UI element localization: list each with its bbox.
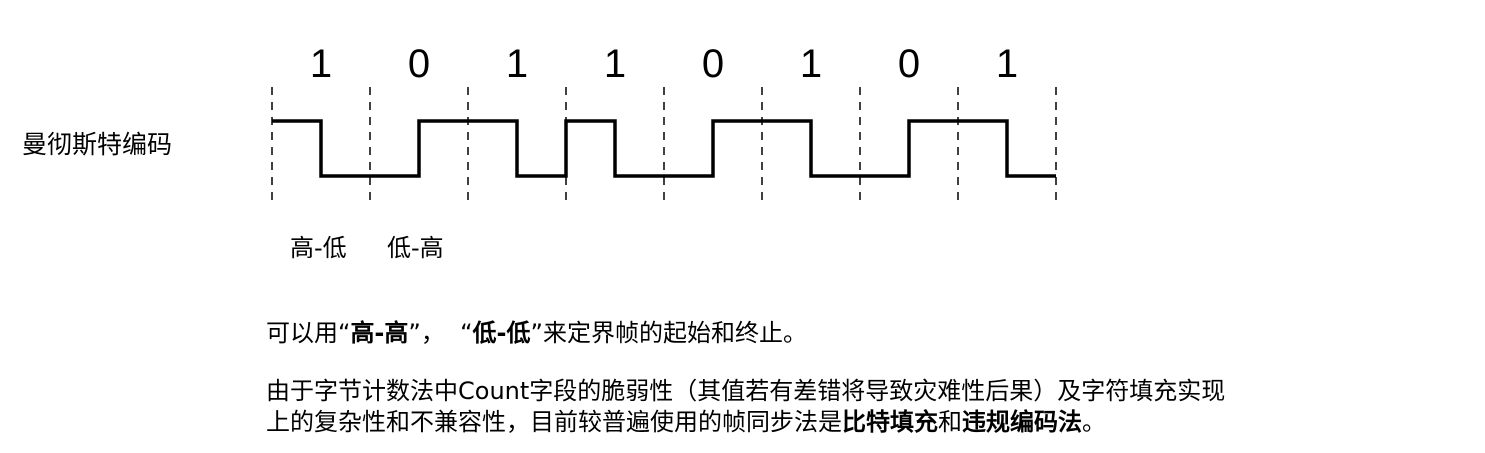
para1-quote-close-2: ” <box>530 319 543 347</box>
para2-line1: 由于字节计数法中Count字段的脆弱性（其值若有差错将导致灾难性后果）及字符填充… <box>266 377 1226 405</box>
para1-quote-open-2: “ <box>460 319 473 347</box>
paragraph-frame-delimit: 可以用“高-高”， “低-低”来定界帧的起始和终止。 <box>266 318 807 349</box>
bit-label: 1 <box>800 42 822 86</box>
manchester-signal-line <box>272 119 1056 178</box>
para2-period: 。 <box>1082 408 1106 436</box>
bit-label: 0 <box>408 42 430 86</box>
bit-boundary-dividers <box>271 87 1057 204</box>
para2-line2-prefix: 上的复杂性和不兼容性，目前较普遍使用的帧同步法是 <box>266 408 842 436</box>
para1-prefix: 可以用 <box>266 319 338 347</box>
bit-label: 1 <box>506 42 528 86</box>
bit-label: 1 <box>604 42 626 86</box>
para1-quote-close-1: ”， <box>408 319 445 347</box>
para2-and: 和 <box>938 408 962 436</box>
transition-label-low-high: 低-高 <box>387 234 444 262</box>
bit-labels: 1 0 1 1 0 1 0 1 <box>310 42 1018 86</box>
transition-label-high-low: 高-低 <box>290 234 347 262</box>
para2-bit-stuffing: 比特填充 <box>842 408 938 436</box>
para1-quote-open-1: “ <box>338 319 351 347</box>
paragraph-frame-sync: 由于字节计数法中Count字段的脆弱性（其值若有差错将导致灾难性后果）及字符填充… <box>266 376 1225 438</box>
bit-label: 1 <box>310 42 332 86</box>
para1-high-high: 高-高 <box>350 319 409 347</box>
bit-label: 1 <box>996 42 1018 86</box>
para1-low-low: 低-低 <box>472 319 531 347</box>
para2-line2: 上的复杂性和不兼容性，目前较普遍使用的帧同步法是比特填充和违规编码法。 <box>266 407 1225 438</box>
bit-label: 0 <box>702 42 724 86</box>
para1-suffix: 来定界帧的起始和终止。 <box>542 319 807 347</box>
para2-violation-coding: 违规编码法 <box>962 408 1082 436</box>
encoding-label: 曼彻斯特编码 <box>22 130 173 159</box>
bit-label: 0 <box>898 42 920 86</box>
